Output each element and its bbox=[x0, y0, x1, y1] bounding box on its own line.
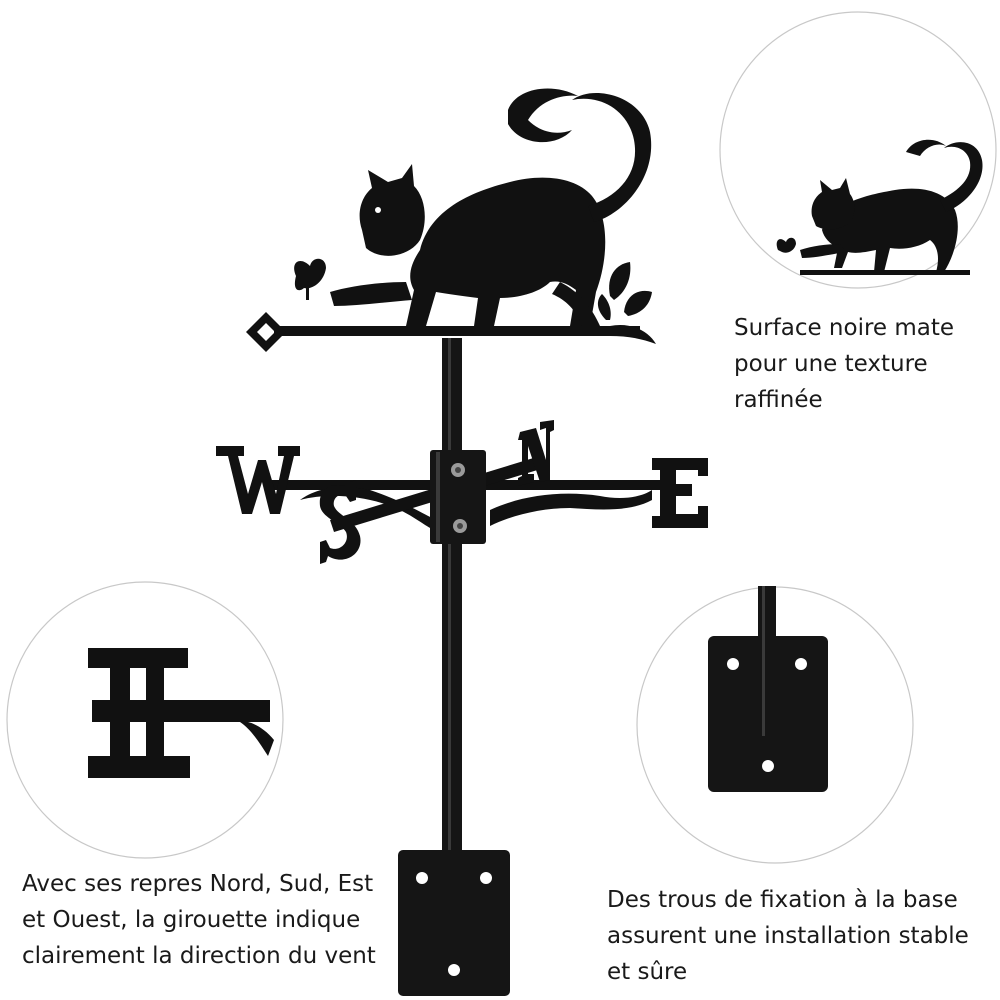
mounting-caption: Des trous de fixation à la base assurent… bbox=[607, 882, 969, 990]
finish-caption-line-1: Surface noire mate bbox=[734, 315, 955, 341]
detail-circle-cat bbox=[719, 11, 997, 289]
letter-s bbox=[319, 480, 361, 564]
cat-closeup-silhouette bbox=[776, 139, 983, 275]
letter-e-closeup bbox=[88, 648, 274, 778]
detail-circle-letter bbox=[6, 581, 284, 859]
detail-circle-base bbox=[636, 586, 914, 864]
mounting-caption-line-3: et sûre bbox=[607, 959, 688, 985]
compass-letters bbox=[216, 420, 708, 564]
finish-caption: Surface noire mate pour une texture raff… bbox=[734, 310, 954, 418]
directions-caption-line-1: Avec ses repres Nord, Sud, Est bbox=[22, 871, 374, 897]
finish-caption-line-3: raffinée bbox=[734, 387, 823, 413]
pole bbox=[442, 338, 462, 858]
directions-caption-line-2: et Ouest, la girouette indique bbox=[22, 907, 361, 933]
hub-block bbox=[430, 450, 486, 544]
base-plate bbox=[398, 850, 510, 996]
mounting-caption-line-1: Des trous de fixation à la base bbox=[607, 887, 958, 913]
directions-caption-line-3: clairement la direction du vent bbox=[22, 943, 376, 969]
letter-n bbox=[518, 420, 554, 486]
cat-silhouette bbox=[294, 88, 652, 326]
main-weathervane bbox=[216, 88, 708, 996]
arrow-bar bbox=[246, 312, 656, 352]
letter-w bbox=[216, 446, 300, 514]
directions-caption: Avec ses repres Nord, Sud, Est et Ouest,… bbox=[22, 866, 376, 974]
letter-e bbox=[652, 458, 708, 528]
finish-caption-line-2: pour une texture bbox=[734, 351, 928, 377]
mounting-caption-line-2: assurent une installation stable bbox=[607, 923, 969, 949]
